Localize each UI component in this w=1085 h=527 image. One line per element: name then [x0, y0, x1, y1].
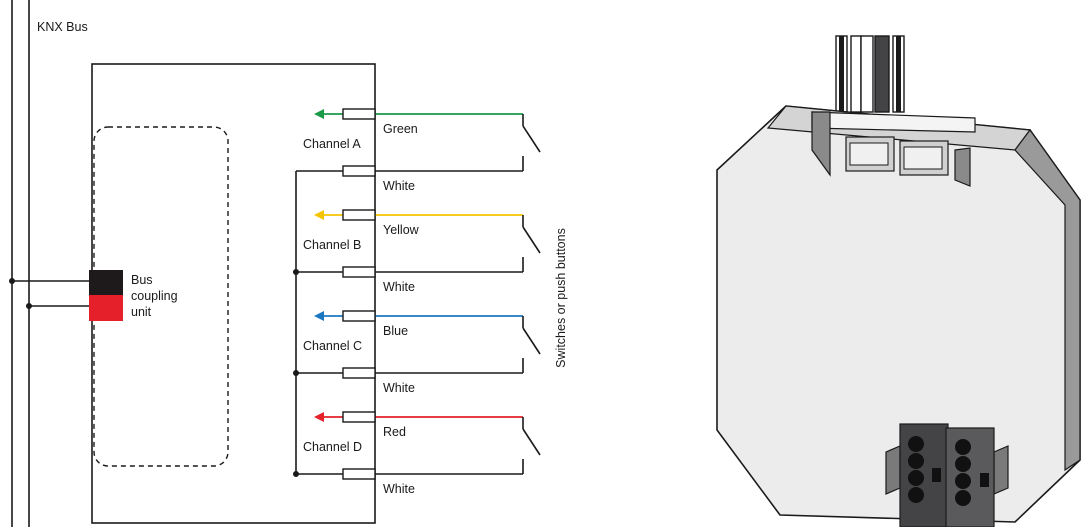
terminal-red — [342, 411, 376, 423]
return-junction-3 — [293, 370, 299, 376]
wire-label-return-3: White — [383, 381, 415, 395]
switch-blue-blade — [522, 327, 541, 355]
switch-yellow-blade — [522, 226, 541, 254]
device-illustration — [716, 35, 1081, 527]
arrow-red-icon — [314, 412, 324, 422]
bus-junction-2 — [26, 303, 32, 309]
bus-junction-1 — [9, 278, 15, 284]
wire-label-yellow: Yellow — [383, 223, 420, 237]
return-junction-4 — [293, 471, 299, 477]
channel-label-1: Channel A — [303, 137, 361, 151]
bcu-block-top — [89, 270, 123, 296]
arrow-blue-icon — [314, 311, 324, 321]
bcu-label-2: coupling — [131, 289, 178, 303]
switches-label: Switches or push buttons — [554, 228, 568, 368]
switch-red-blade — [522, 428, 541, 456]
bcu-label-1: Bus — [131, 273, 153, 287]
cable-bundle — [835, 35, 905, 113]
terminal-return-3 — [342, 367, 376, 379]
channel-label-4: Channel D — [303, 440, 362, 454]
arrow-yellow-icon — [314, 210, 324, 220]
return-junction-2 — [293, 269, 299, 275]
switch-green-blade — [522, 125, 541, 153]
device-side-face — [1014, 128, 1081, 472]
wire-label-red: Red — [383, 425, 406, 439]
terminal-green — [342, 108, 376, 120]
terminal-return-1 — [342, 165, 376, 177]
terminal-return-2 — [342, 266, 376, 278]
terminal-return-4 — [342, 468, 376, 480]
wire-label-return-2: White — [383, 280, 415, 294]
wire-label-return-1: White — [383, 179, 415, 193]
bus-label: KNX Bus — [37, 20, 88, 34]
wire-label-return-4: White — [383, 482, 415, 496]
wire-label-blue: Blue — [383, 324, 408, 338]
bcu-block-bottom — [89, 295, 123, 321]
bcu-label-3: unit — [131, 305, 152, 319]
terminal-yellow — [342, 209, 376, 221]
channel-label-2: Channel B — [303, 238, 361, 252]
wire-label-green: Green — [383, 122, 418, 136]
terminal-blue — [342, 310, 376, 322]
channel-label-3: Channel C — [303, 339, 362, 353]
arrow-green-icon — [314, 109, 324, 119]
internal-electronics-box — [93, 126, 229, 467]
terminal-cover — [811, 111, 976, 133]
